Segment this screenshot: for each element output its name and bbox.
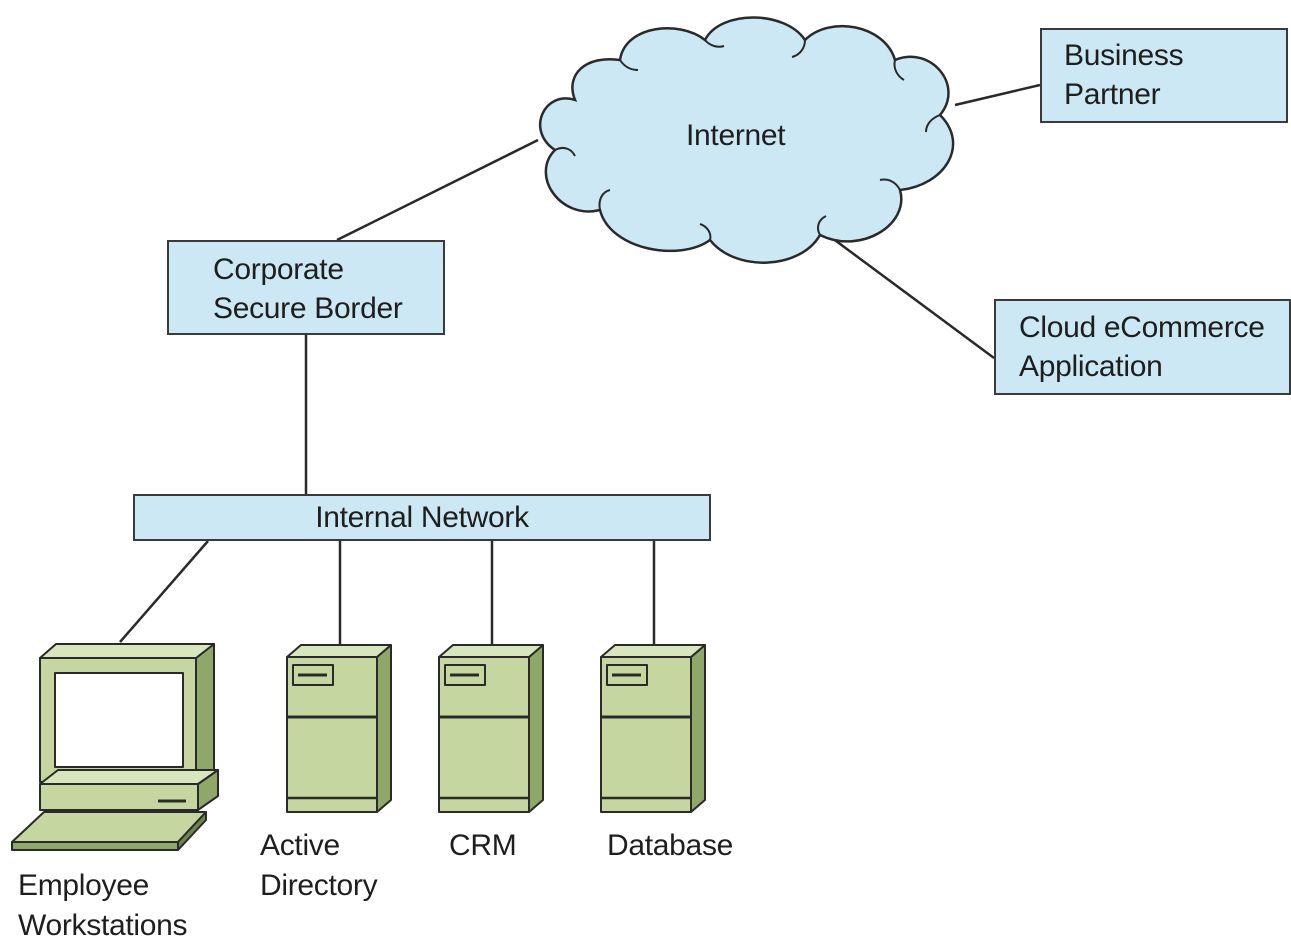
link-border-internet xyxy=(336,138,539,242)
link-internet-cloud-app xyxy=(827,233,995,360)
employee-workstations-label-line1: Employee xyxy=(18,869,150,902)
secure-border-label-line1: Corporate xyxy=(213,253,344,286)
crm-label: CRM xyxy=(449,829,517,862)
computer-icon xyxy=(11,643,219,851)
business-partner-label-line1: Business xyxy=(1064,39,1184,72)
employee-workstations-label: Employee Workstations xyxy=(18,866,188,946)
internet-label: Internet xyxy=(686,119,786,152)
server-icon xyxy=(600,644,706,813)
internal-network-bar: Internal Network xyxy=(133,494,711,541)
cloud-ecommerce-box: Cloud eCommerce Application xyxy=(994,299,1291,395)
business-partner-label: Business Partner xyxy=(1064,36,1184,114)
link-internal-workstation xyxy=(119,540,209,643)
secure-border-label: Corporate Secure Border xyxy=(213,250,403,328)
business-partner-label-line2: Partner xyxy=(1064,78,1161,111)
business-partner-box: Business Partner xyxy=(1040,28,1288,123)
internet-cloud-shape xyxy=(538,16,955,264)
active-directory-label-line1: Active xyxy=(260,829,340,862)
cloud-ecommerce-label-line1: Cloud eCommerce xyxy=(1019,311,1265,344)
link-internet-partner xyxy=(954,83,1041,107)
active-directory-label-line2: Directory xyxy=(260,869,378,902)
server-icon xyxy=(286,644,392,813)
cloud-icon xyxy=(538,16,955,264)
connection-lines xyxy=(119,83,1041,645)
server-icon xyxy=(438,644,544,813)
database-label: Database xyxy=(607,829,734,862)
internal-network-label: Internal Network xyxy=(315,501,529,534)
cloud-ecommerce-label: Cloud eCommerce Application xyxy=(1019,308,1265,386)
employee-workstations-label-line2: Workstations xyxy=(18,909,188,942)
cloud-ecommerce-label-line2: Application xyxy=(1019,350,1163,383)
active-directory-label: Active Directory xyxy=(260,826,378,906)
secure-border-label-line2: Secure Border xyxy=(213,292,403,325)
secure-border-box: Corporate Secure Border xyxy=(167,240,445,335)
